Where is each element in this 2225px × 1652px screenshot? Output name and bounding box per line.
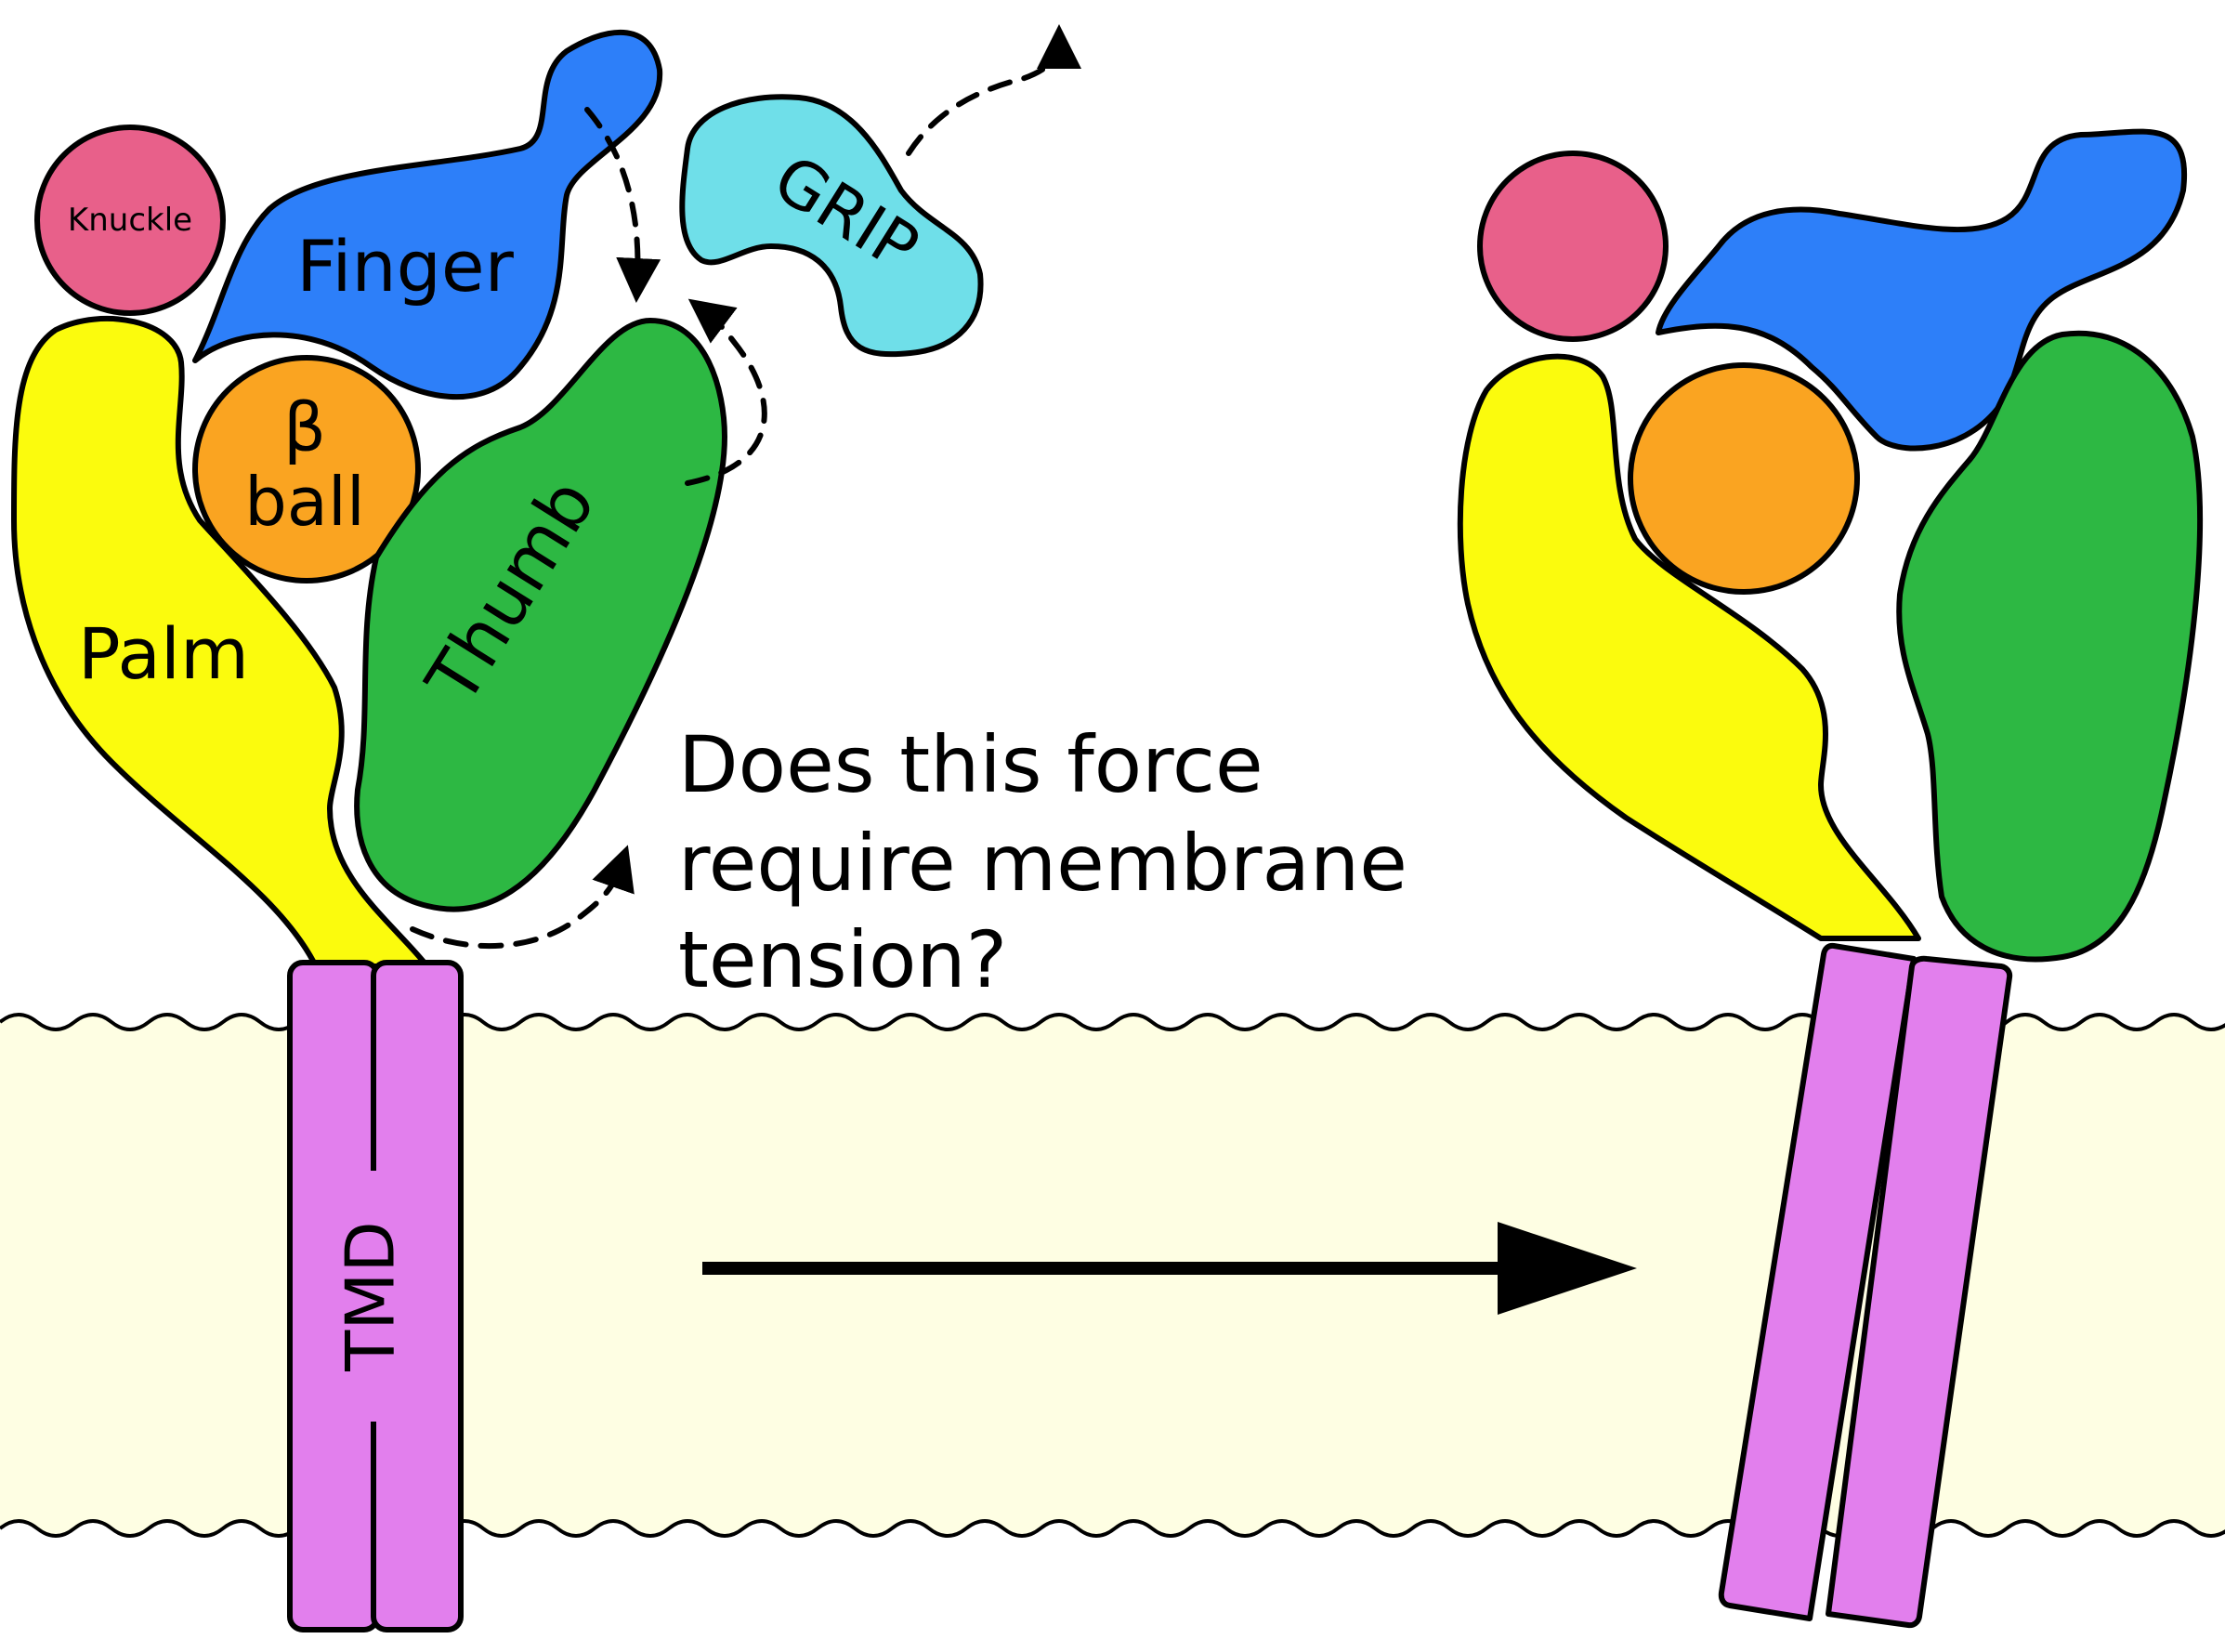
finger-label: Finger xyxy=(296,225,514,308)
thumb-motion-arrow xyxy=(685,298,767,486)
question-line-1: Does this force xyxy=(678,719,1263,810)
right-arrow-icon xyxy=(702,1222,1637,1315)
membrane-band xyxy=(0,1015,2225,1536)
tmd-helix-left-right xyxy=(1718,942,1917,1621)
tmd-label: TMD xyxy=(332,1221,410,1372)
finger-domain-right xyxy=(1656,128,2188,452)
grip-domain xyxy=(679,94,984,358)
question-line-3: tension? xyxy=(678,914,1007,1005)
right-channel xyxy=(1457,128,2204,1629)
finger-motion-arrow xyxy=(584,107,661,303)
palm-motion-arrow xyxy=(410,845,635,950)
question-line-2: require membrane xyxy=(678,818,1407,909)
knuckle-domain xyxy=(34,125,226,316)
knuckle-domain-right xyxy=(1477,151,1669,342)
beta-ball-domain xyxy=(192,355,421,583)
tmd-label-bg xyxy=(344,1171,407,1422)
palm-label: Palm xyxy=(78,612,249,695)
grip-release-arrow xyxy=(906,24,1081,156)
tmd-helix-right-right xyxy=(1826,955,2013,1629)
thumb-domain xyxy=(354,318,727,912)
palm-domain xyxy=(11,316,430,969)
thumb-domain-right xyxy=(1896,330,2204,963)
knuckle-label: Knuckle xyxy=(68,202,192,239)
beta-ball-domain-right xyxy=(1628,362,1860,595)
beta-ball-label: ball xyxy=(244,463,365,541)
left-channel: Knuckle Finger Palm β ball Thumb GRIP TM… xyxy=(11,24,1081,1632)
palm-domain-right xyxy=(1457,353,1921,941)
finger-domain xyxy=(192,29,663,400)
question-text: Does this force require membrane tension… xyxy=(678,719,1407,1005)
beta-symbol-label: β xyxy=(283,388,326,466)
